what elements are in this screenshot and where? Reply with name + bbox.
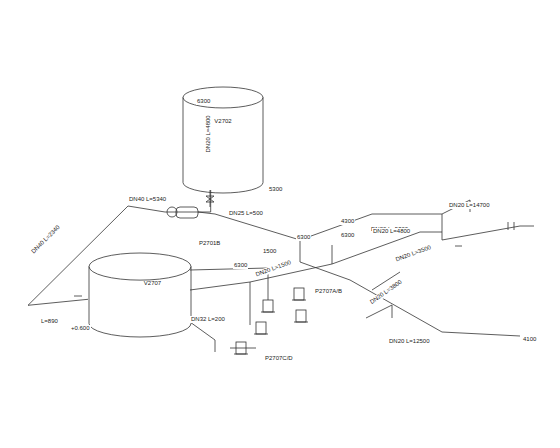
dimension-label: P2707A/B <box>314 288 343 295</box>
dimension-label: DN20 L=14700 <box>448 202 491 209</box>
storage-tank: V2702 <box>182 86 264 194</box>
dimension-label: 6300 <box>196 98 211 105</box>
dimension-label: DN40 L=5340 <box>128 196 167 203</box>
dimension-label: DN20 L=4800 <box>372 228 411 235</box>
dimension-label: P2701B <box>198 240 221 247</box>
dimension-label: DN20 L=3500 <box>394 244 433 264</box>
dimension-label: P2707C/D <box>264 355 294 362</box>
dimension-label: 4300 <box>340 218 355 225</box>
tank-outline <box>88 252 192 338</box>
tank-tag: V2707 <box>144 280 161 286</box>
dimension-label: 6300 <box>340 232 355 239</box>
dimension-label: 4100 <box>522 336 537 343</box>
storage-tank: V2707 <box>88 252 192 338</box>
dimension-label: DN25 L=500 <box>228 210 264 217</box>
dimension-label: DN40 L=2340 <box>30 223 63 256</box>
dimension-label: DN20 L=12500 <box>388 338 431 345</box>
dimension-label: 1500 <box>262 248 277 255</box>
dimension-label: DN20 L=3800 <box>368 278 404 306</box>
dimension-label: DN20 L=4800 <box>205 114 212 153</box>
dimension-label: DN32 L=200 <box>190 316 226 323</box>
tank-outline <box>182 86 264 194</box>
dimension-label: 6300 <box>233 262 248 269</box>
dimension-label: L=890 <box>40 318 59 325</box>
dimension-label: 6300 <box>296 234 311 241</box>
dimension-label: 5300 <box>268 186 283 193</box>
dimension-label: +0.600 <box>70 325 91 332</box>
tank-tag: V2702 <box>214 118 231 124</box>
dimension-label: DN20 L=1500 <box>254 259 293 279</box>
pipe-connector <box>28 190 211 305</box>
